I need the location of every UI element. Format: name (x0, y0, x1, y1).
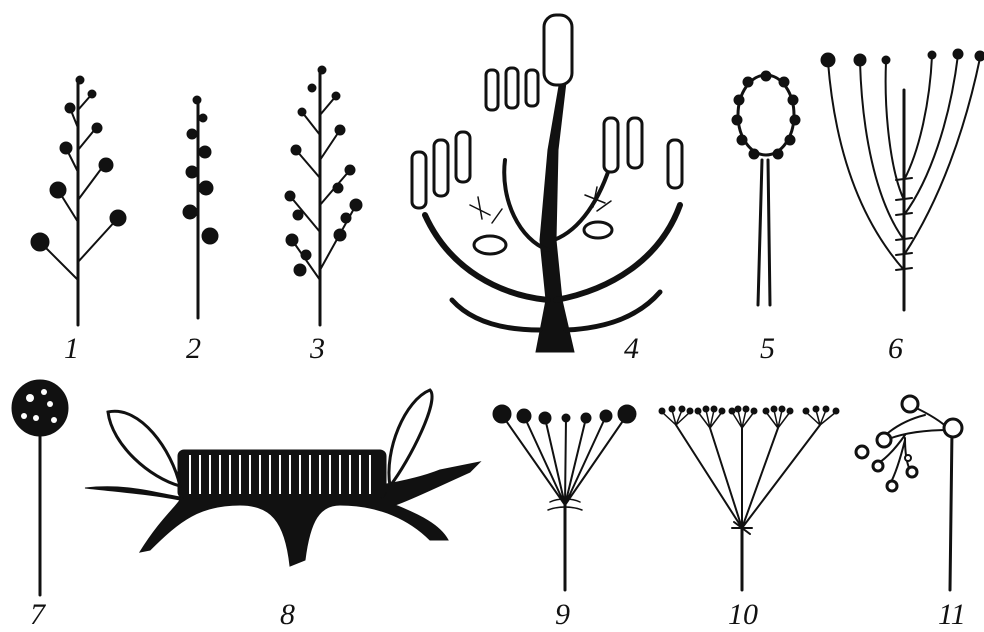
inflorescence-7-head (12, 380, 68, 595)
figure-label-7: 7 (30, 600, 45, 630)
inflorescence-5-loop (732, 71, 800, 305)
figure-label-4: 4 (624, 334, 639, 364)
inflorescence-1-raceme (31, 76, 126, 325)
inflorescence-10-compound-umbel (659, 406, 839, 590)
inflorescence-9-umbel (493, 405, 636, 590)
figure-label-5: 5 (760, 334, 775, 364)
inflorescence-4-branched (412, 15, 682, 352)
figure-label-2: 2 (186, 334, 201, 364)
figure-label-1: 1 (64, 334, 79, 364)
inflorescence-3-panicle (285, 66, 362, 325)
figure-label-6: 6 (888, 334, 903, 364)
figure-label-11: 11 (938, 600, 966, 630)
inflorescence-2-spike (183, 96, 218, 318)
figure-label-3: 3 (310, 334, 325, 364)
inflorescence-11-cyme (856, 396, 962, 590)
figure-label-10: 10 (728, 600, 758, 630)
inflorescence-6-corymb (821, 49, 984, 310)
inflorescence-8-receptacle (85, 390, 480, 566)
figure-label-8: 8 (280, 600, 295, 630)
figure-label-9: 9 (555, 600, 570, 630)
